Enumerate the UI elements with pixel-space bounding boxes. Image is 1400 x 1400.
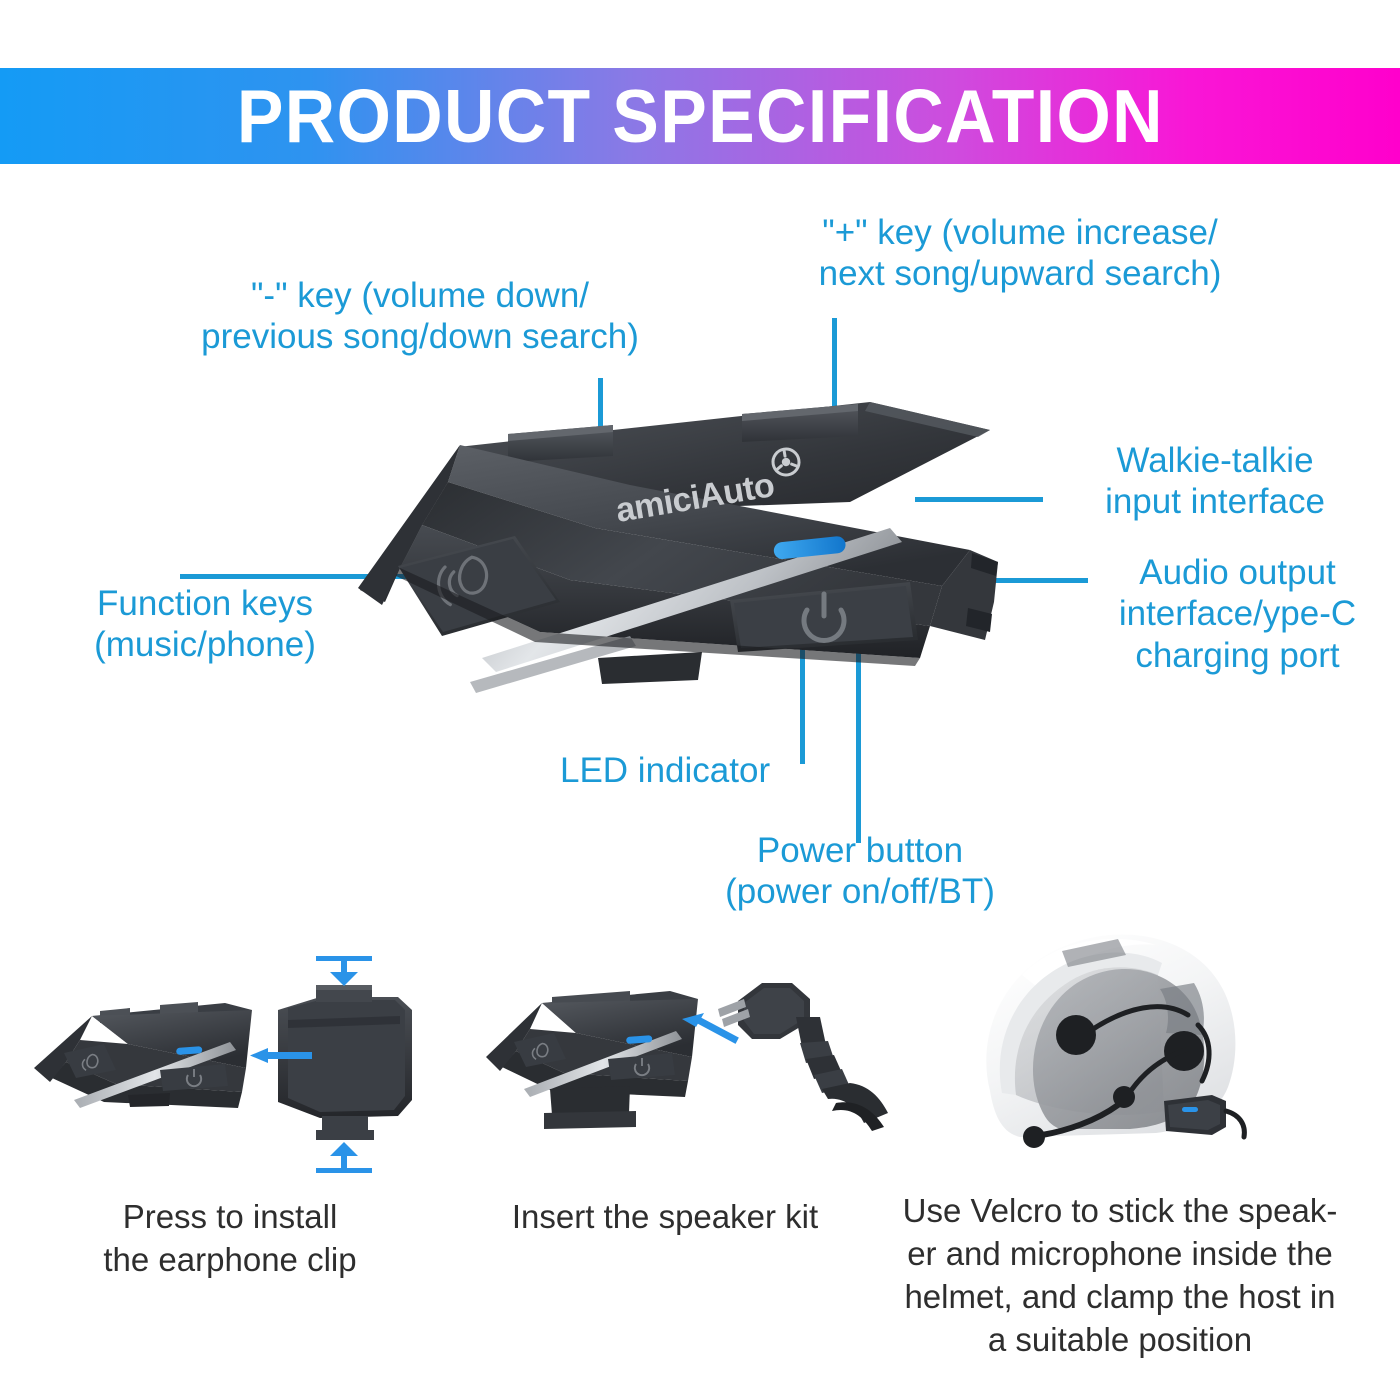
jack-pin-1 xyxy=(718,999,746,1017)
leader-line-plus-key xyxy=(832,318,837,422)
leader-line-minus-key xyxy=(598,378,603,440)
step-panel-clip xyxy=(20,950,460,1180)
device-mid-shell xyxy=(422,482,942,626)
mini-device-2 xyxy=(486,991,698,1129)
host-led xyxy=(1182,1107,1198,1112)
plus-key-button[interactable] xyxy=(742,404,858,442)
callout-led-indicator: LED indicator xyxy=(560,751,771,790)
step-speaker-illustration xyxy=(486,983,888,1131)
mic-boom xyxy=(1039,1102,1121,1138)
leader-line-power-button xyxy=(856,627,861,843)
minus-key-button[interactable] xyxy=(508,425,613,462)
jack-cable xyxy=(822,1083,888,1123)
caption-step-helmet: Use Velcro to stick the speak- er and mi… xyxy=(902,1192,1338,1358)
mini-led-1 xyxy=(176,1046,203,1055)
step-clip-illustration xyxy=(34,956,412,1173)
mini-device-1 xyxy=(34,1002,252,1108)
arrow-left-icon xyxy=(250,1048,312,1063)
step-helmet-illustration xyxy=(986,934,1247,1148)
clip-bottom-tab xyxy=(316,1116,374,1140)
speaker-left xyxy=(1056,1015,1096,1055)
leader-line-led-indicator xyxy=(800,556,805,764)
callout-power-button: Power button (power on/off/BT) xyxy=(725,831,995,912)
power-button-pad[interactable] xyxy=(730,582,918,652)
audio-jack-connector xyxy=(718,983,888,1131)
mini-sound-icon xyxy=(81,1053,99,1071)
callout-audio-output: Audio output interface/ype-C charging po… xyxy=(1118,553,1357,675)
clip-mounted-bottom xyxy=(550,1086,630,1115)
device-illustration: amiciAuto xyxy=(358,402,998,693)
device-lid-edge xyxy=(865,402,990,437)
mini-led-2 xyxy=(626,1035,653,1044)
earphone-clip-part xyxy=(278,985,412,1140)
jack-pin-2 xyxy=(722,1009,750,1027)
decorative-silver-strip-lower xyxy=(470,636,636,693)
helmet-shell-highlight xyxy=(1022,938,1156,991)
helmet-visor xyxy=(999,952,1162,1095)
callout-plus-key: "+" key (volume increase/ next song/upwa… xyxy=(818,213,1222,294)
step-panel-speaker xyxy=(480,955,920,1155)
speaker-cable-top xyxy=(1087,1004,1191,1034)
wheel-icon xyxy=(771,447,801,477)
walkie-talkie-port xyxy=(971,553,998,576)
device-nose xyxy=(358,445,460,605)
callout-minus-key: "-" key (volume down/ previous song/down… xyxy=(201,276,639,357)
page-title: PRODUCT SPECIFICATION xyxy=(236,73,1164,158)
caption-step-clip: Press to install the earphone clip xyxy=(103,1198,357,1278)
helmet-vent-top xyxy=(1062,939,1126,967)
device-mount-stub xyxy=(598,652,702,684)
helmet-vent-side xyxy=(1160,983,1204,1035)
leader-line-walkie-talkie xyxy=(915,497,1043,502)
mini-sound-icon-2 xyxy=(531,1042,549,1060)
function-keys-pad[interactable] xyxy=(398,536,560,636)
leader-line-audio-output xyxy=(955,578,1088,583)
callout-walkie-talkie: Walkie-talkie input interface xyxy=(1105,441,1325,522)
device-bottom-shadow xyxy=(396,568,920,666)
header-banner: PRODUCT SPECIFICATION xyxy=(0,68,1400,164)
arrow-insert-icon xyxy=(682,1013,739,1044)
audio-output-port xyxy=(966,608,992,632)
mounted-host-device xyxy=(1164,1095,1247,1140)
mini-power-icon xyxy=(185,1069,203,1088)
product-device-main: amiciAuto xyxy=(330,390,1030,720)
caption-step-speaker: Insert the speaker kit xyxy=(511,1198,819,1235)
power-icon xyxy=(801,591,847,643)
speaker-cable-host xyxy=(1195,1022,1212,1084)
microphone-head xyxy=(1023,1126,1045,1148)
leader-line-function-keys xyxy=(180,574,470,579)
mini-power-icon-2 xyxy=(633,1058,651,1077)
step-panel-helmet xyxy=(950,915,1270,1185)
speaker-cable-mid xyxy=(1125,1046,1191,1098)
arrow-up-icon xyxy=(316,1142,372,1173)
led-indicator xyxy=(773,536,846,560)
arrow-down-icon xyxy=(316,956,372,986)
callout-function-keys: Function keys (music/phone) xyxy=(94,584,316,665)
